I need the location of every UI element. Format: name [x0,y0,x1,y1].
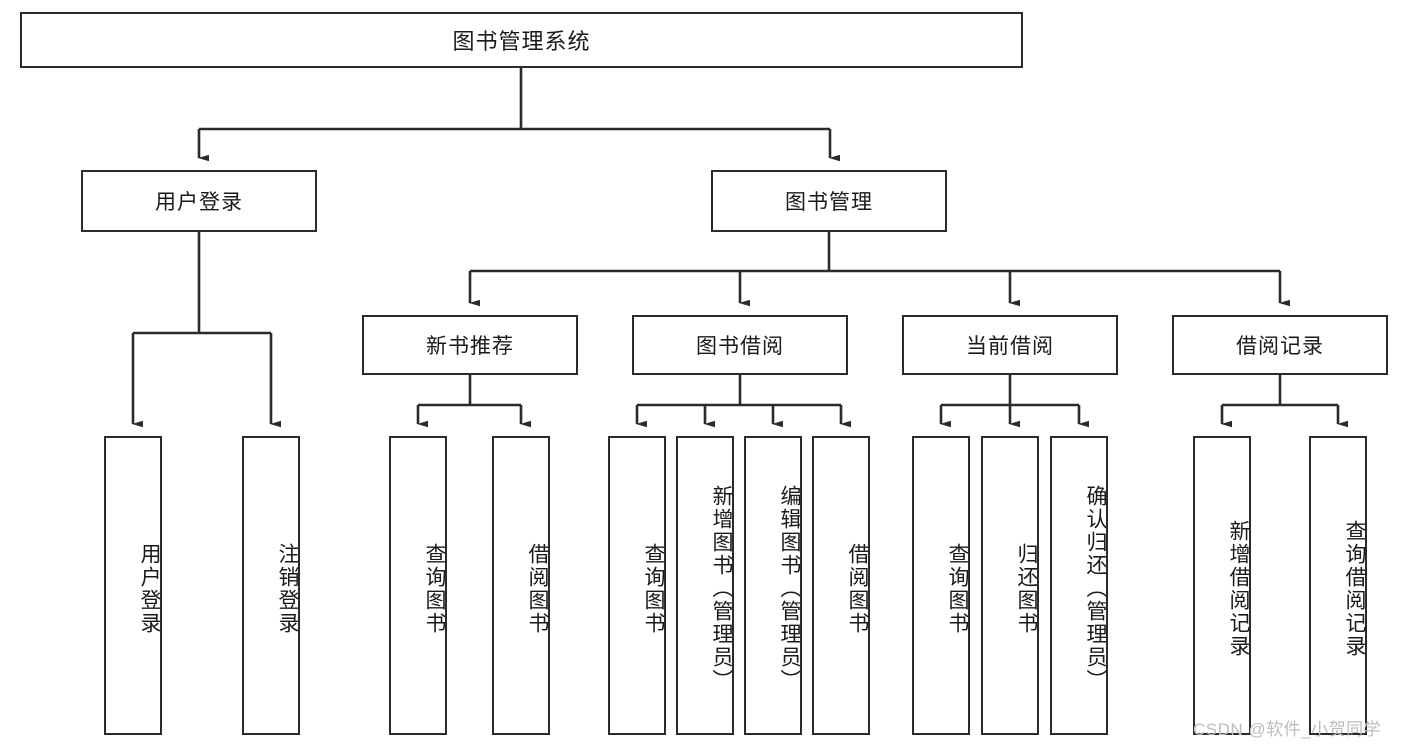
node-borrow-record[interactable]: 借阅记录 [1172,315,1388,375]
leaf-current-query-book[interactable]: 查询图书 [912,436,970,735]
leaf-current-return-book[interactable]: 归还图书 [981,436,1039,735]
node-current-borrow[interactable]: 当前借阅 [902,315,1118,375]
leaf-user-logout[interactable]: 注销登录 [242,436,300,735]
leaf-borrow-add-book[interactable]: 新增图书（管理员） [676,436,734,735]
leaf-user-login[interactable]: 用户登录 [104,436,162,735]
node-book-management[interactable]: 图书管理 [711,170,947,232]
node-book-borrow[interactable]: 图书借阅 [632,315,848,375]
node-user-login[interactable]: 用户登录 [81,170,317,232]
node-new-book-recommend[interactable]: 新书推荐 [362,315,578,375]
leaf-current-confirm-return[interactable]: 确认归还（管理员） [1050,436,1108,735]
leaf-newbook-borrow-book[interactable]: 借阅图书 [492,436,550,735]
node-root-system[interactable]: 图书管理系统 [20,12,1023,68]
leaf-record-query-record[interactable]: 查询借阅记录 [1309,436,1367,735]
leaf-borrow-query-book[interactable]: 查询图书 [608,436,666,735]
watermark: CSDN @软件_小贺同学 [1193,720,1382,739]
leaf-borrow-edit-book[interactable]: 编辑图书（管理员） [744,436,802,735]
leaf-newbook-query-book[interactable]: 查询图书 [389,436,447,735]
leaf-borrow-borrow-book[interactable]: 借阅图书 [812,436,870,735]
leaf-record-add-record[interactable]: 新增借阅记录 [1193,436,1251,735]
